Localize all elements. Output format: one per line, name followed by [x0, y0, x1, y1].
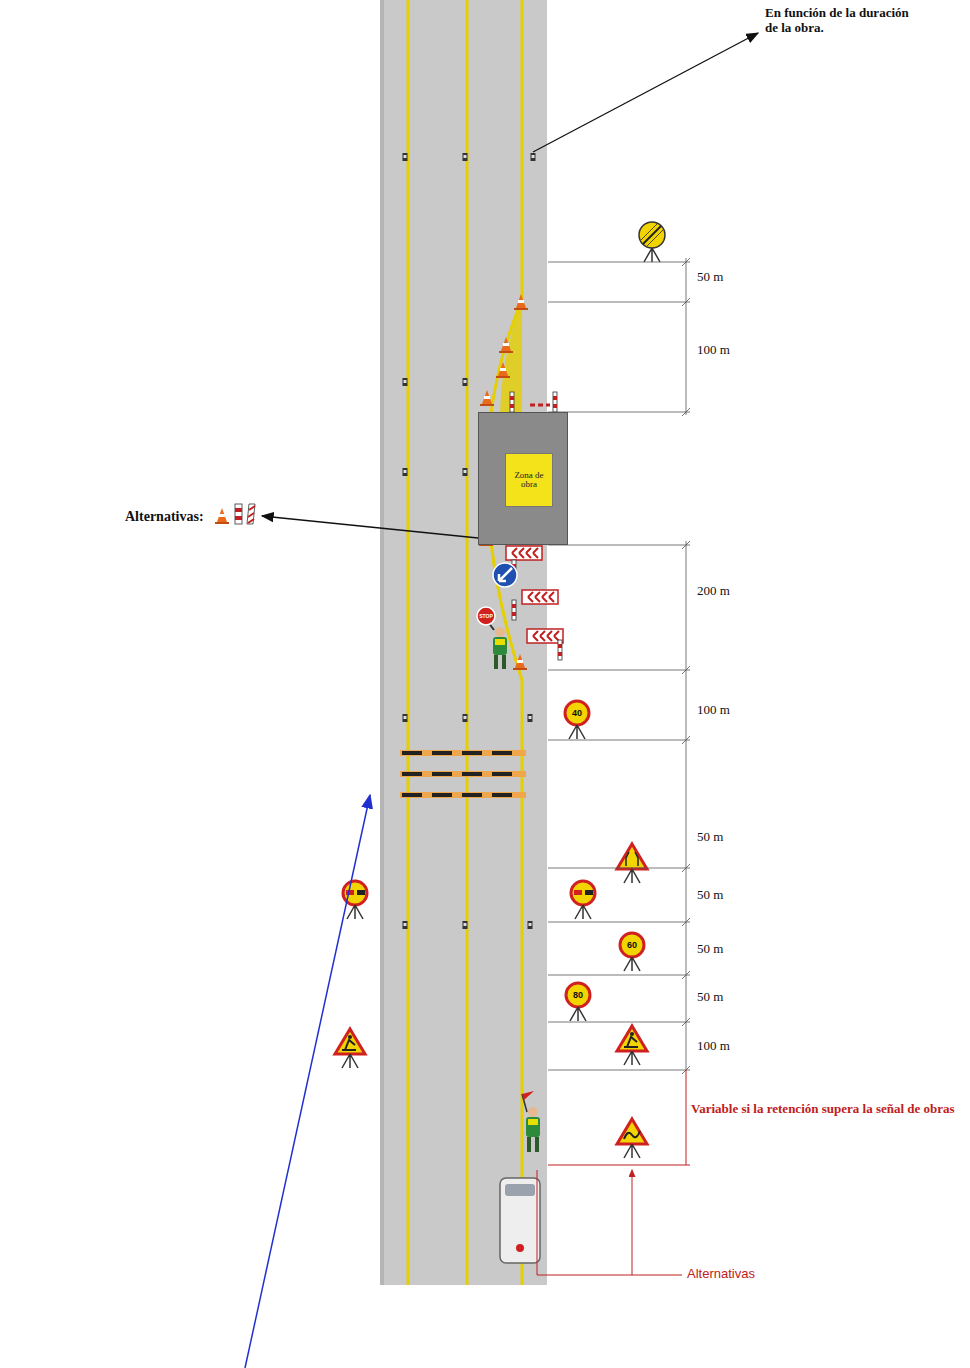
dimension-label: 100 m: [697, 1039, 730, 1054]
speed-limit-number: 60: [620, 939, 644, 951]
work-zone-box: Zona de obra: [478, 412, 568, 545]
dimension-label: 200 m: [697, 584, 730, 599]
dimension-label: 50 m: [697, 942, 723, 957]
dimension-label: 100 m: [697, 703, 730, 718]
dimension-label: 100 m: [697, 343, 730, 358]
stop-paddle-text: STOP: [477, 612, 495, 620]
zone-label: Zona de obra: [506, 471, 552, 490]
work-zone-panel: Zona de obra: [505, 453, 553, 507]
dimension-label: 50 m: [697, 830, 723, 845]
dimension-label: 50 m: [697, 888, 723, 903]
note-text: Variable si la retención supera la señal…: [691, 1102, 966, 1117]
dimension-label: 50 m: [697, 270, 723, 285]
speed-limit-number: 40: [565, 707, 589, 719]
alternatives-label: Alternativas: [687, 1267, 755, 1282]
dimension-label: 50 m: [697, 990, 723, 1005]
speed-limit-number: 80: [566, 989, 590, 1001]
note-text: En función de la duración de la obra.: [765, 6, 915, 36]
alternatives-label: Alternativas:: [125, 509, 204, 525]
